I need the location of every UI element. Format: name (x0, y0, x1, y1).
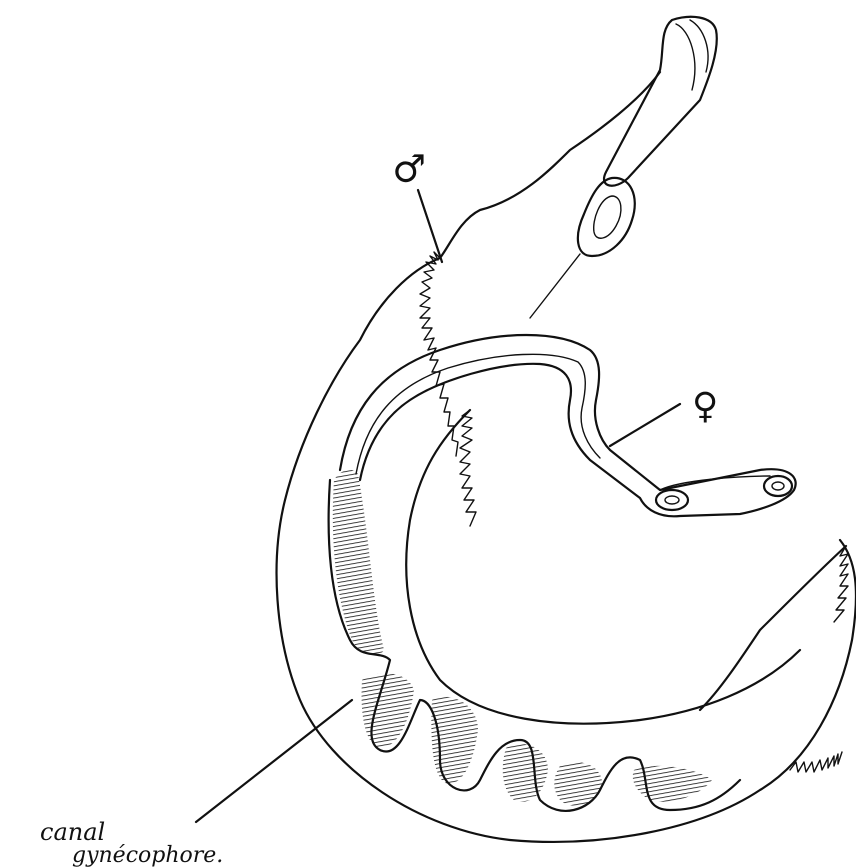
female-worm (340, 335, 796, 516)
female-connector-line (530, 254, 580, 318)
male-worm (277, 17, 856, 842)
female-leader-line (610, 404, 680, 446)
shaded-lobe-4 (554, 762, 602, 806)
female-body-outer (340, 335, 796, 516)
male-anterior-end (604, 17, 717, 186)
shaded-lobe-5 (633, 766, 712, 802)
female-terminal-opening-1 (656, 490, 688, 510)
male-dorsal-margin (277, 72, 856, 842)
shaded-lobe-3 (503, 744, 548, 802)
male-leader-line (418, 190, 442, 262)
shaded-lobe-1 (362, 673, 414, 748)
female-symbol-label: ♀ (692, 386, 718, 427)
male-ventral-margin (700, 546, 846, 710)
female-terminal-opening-2 (764, 476, 792, 496)
shaded-lobe-2 (431, 697, 478, 784)
canal-leader-line (196, 700, 352, 822)
shaded-region-left (333, 470, 384, 656)
canal-label-line1: canal (40, 818, 105, 846)
canal-label-line2: gynécophore. (72, 843, 223, 867)
male-ventral-sucker (578, 178, 635, 256)
male-symbol-label: ♂ (392, 147, 426, 191)
